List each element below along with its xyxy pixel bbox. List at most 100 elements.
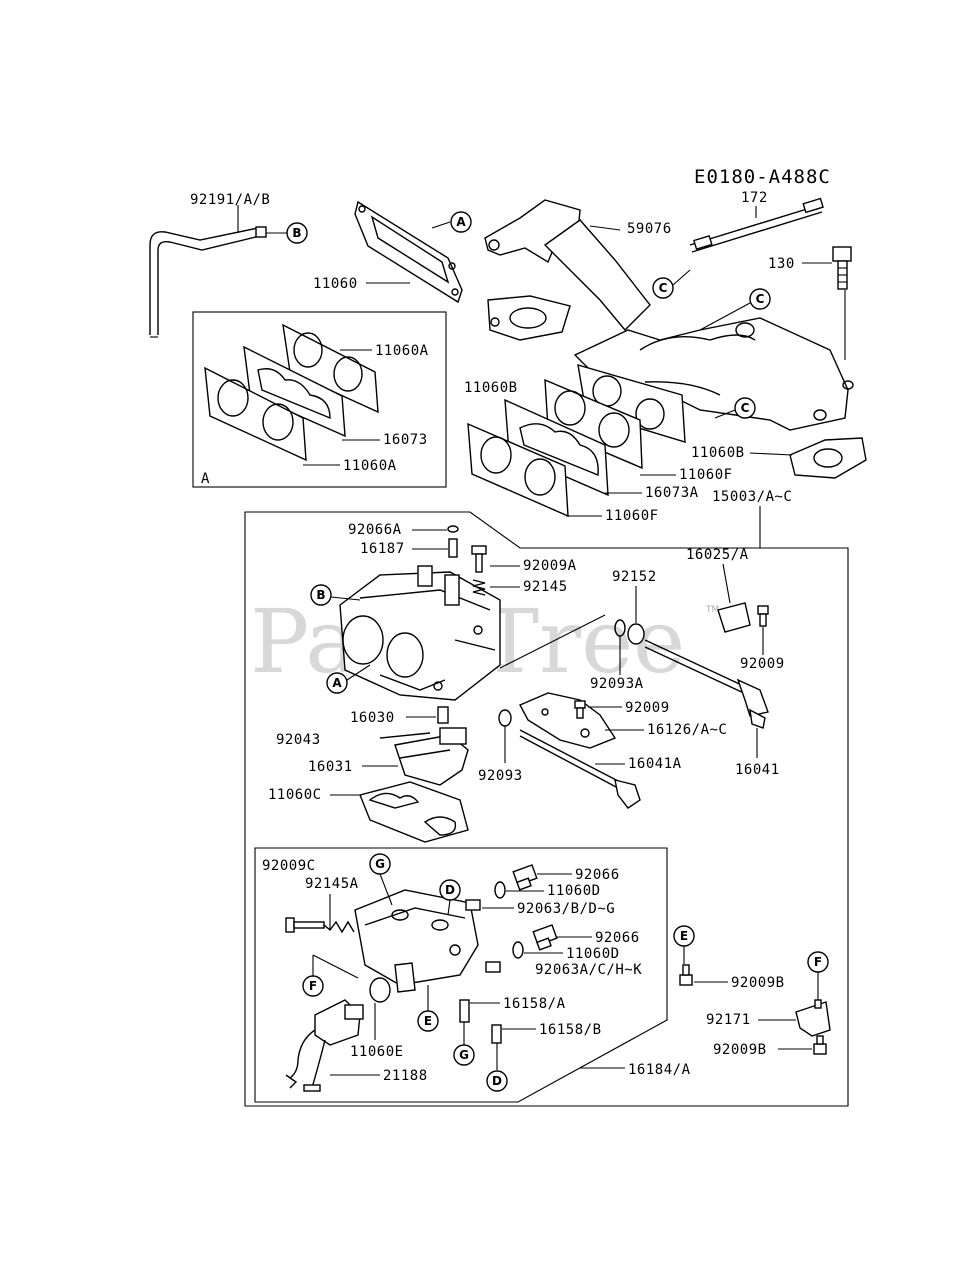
- callout-f-right: F: [807, 951, 829, 973]
- gasket-11060B-flange: [789, 437, 867, 479]
- jet-16187: [448, 538, 458, 558]
- watermark-trademark: TM: [705, 605, 719, 615]
- screw-92009C: [285, 917, 325, 933]
- gasket-11060: [354, 200, 463, 304]
- label-172: 172: [741, 190, 768, 206]
- svg-text:A: A: [456, 215, 466, 229]
- label-11060B-1: 11060B: [464, 380, 518, 396]
- label-16187: 16187: [360, 541, 405, 557]
- label-16041A: 16041A: [628, 756, 682, 772]
- screw-92009B-1: [679, 964, 693, 986]
- label-92171: 92171: [706, 1012, 751, 1028]
- seal-92093: [498, 709, 512, 727]
- callout-d-bottom: D: [486, 1070, 508, 1092]
- carburetor-box: [244, 511, 849, 1107]
- gasket-stack-b: [467, 378, 643, 518]
- screw-92009-2: [574, 700, 586, 719]
- bolt-130: [832, 246, 852, 290]
- washer-92152: [627, 623, 645, 645]
- label-92066-1: 92066: [575, 867, 620, 883]
- callout-e-mid: E: [417, 1010, 439, 1032]
- label-92063-2: 92063A/C/H~K: [535, 962, 642, 978]
- label-11060F-2: 11060F: [605, 508, 659, 524]
- inset-box-a: [192, 311, 447, 488]
- label-11060C: 11060C: [268, 787, 322, 803]
- svg-text:G: G: [375, 857, 385, 871]
- callout-b-top: B: [286, 222, 308, 244]
- svg-text:C: C: [741, 401, 750, 415]
- spring-92145A: [323, 920, 355, 934]
- label-16158-1: 16158/A: [503, 996, 566, 1012]
- callout-e-right: E: [673, 925, 695, 947]
- screw-92009A: [471, 545, 487, 573]
- label-16158-2: 16158/B: [539, 1022, 602, 1038]
- label-16031: 16031: [308, 759, 353, 775]
- label-92009A: 92009A: [523, 558, 577, 574]
- callout-f-left: F: [302, 975, 324, 997]
- oring-11060E: [369, 977, 391, 1003]
- label-21188: 21188: [383, 1068, 428, 1084]
- callout-g-top: G: [369, 853, 391, 875]
- stud-172: [689, 197, 824, 253]
- gasket-11060C: [359, 781, 469, 843]
- pin-92043: [379, 732, 431, 739]
- gasket-stack-a: [204, 323, 379, 462]
- throttle-plate-16025: [644, 602, 769, 729]
- intake-manifold: [484, 199, 854, 443]
- inset-a-label: A: [201, 471, 210, 487]
- jet-16158-1: [459, 999, 470, 1023]
- label-16126: 16126/A~C: [647, 722, 727, 738]
- diagram-code: E0180-A488C: [694, 166, 831, 188]
- hose-part: [149, 226, 267, 338]
- svg-text:F: F: [814, 955, 822, 969]
- label-92093A: 92093A: [590, 676, 644, 692]
- screw-92009-1: [757, 605, 769, 627]
- float-bowl: [354, 889, 479, 993]
- svg-text:E: E: [680, 929, 688, 943]
- oring-92066A: [447, 525, 459, 533]
- plug-92066-2: [532, 924, 558, 951]
- callout-d-top: D: [439, 879, 461, 901]
- label-92152: 92152: [612, 569, 657, 585]
- label-11060D-1: 11060D: [547, 883, 601, 899]
- label-16025: 16025/A: [686, 547, 749, 563]
- svg-text:D: D: [445, 883, 455, 897]
- callout-b-carb: B: [310, 584, 332, 606]
- label-92043: 92043: [276, 732, 321, 748]
- label-59076: 59076: [627, 221, 672, 237]
- fuel-solenoid-21188: [285, 999, 364, 1092]
- spring-92145: [472, 579, 486, 596]
- label-92093: 92093: [478, 768, 523, 784]
- label-15003: 15003/A~C: [712, 489, 792, 505]
- washer-11060D-1: [494, 881, 506, 899]
- label-11060A-2: 11060A: [343, 458, 397, 474]
- svg-text:B: B: [292, 226, 301, 240]
- svg-text:G: G: [459, 1048, 469, 1062]
- label-16073A: 16073A: [645, 485, 699, 501]
- washer-11060D-2: [512, 941, 524, 959]
- label-11060F-1: 11060F: [679, 467, 733, 483]
- svg-text:D: D: [492, 1074, 502, 1088]
- svg-text:C: C: [659, 281, 668, 295]
- float-bowl-box: [254, 847, 668, 1103]
- jet-16030: [437, 706, 449, 724]
- choke-shaft-16041A: [519, 729, 641, 809]
- callout-a-carb: A: [326, 672, 348, 694]
- screw-92009B-2: [813, 1035, 827, 1055]
- label-16030: 16030: [350, 710, 395, 726]
- label-92066-2: 92066: [595, 930, 640, 946]
- callout-a-top: A: [450, 211, 472, 233]
- svg-text:B: B: [316, 588, 325, 602]
- label-16073: 16073: [383, 432, 428, 448]
- plug-92066-1: [512, 864, 538, 891]
- label-16184: 16184/A: [628, 1062, 691, 1078]
- svg-text:A: A: [332, 676, 342, 690]
- callout-g-bottom: G: [453, 1044, 475, 1066]
- jet-92063-1: [465, 899, 481, 911]
- label-92191: 92191/A/B: [190, 192, 270, 208]
- label-92009-1: 92009: [740, 656, 785, 672]
- choke-plate-16126: [519, 692, 617, 749]
- label-11060: 11060: [313, 276, 358, 292]
- label-11060B-2: 11060B: [691, 445, 745, 461]
- bracket-92171: [795, 999, 831, 1037]
